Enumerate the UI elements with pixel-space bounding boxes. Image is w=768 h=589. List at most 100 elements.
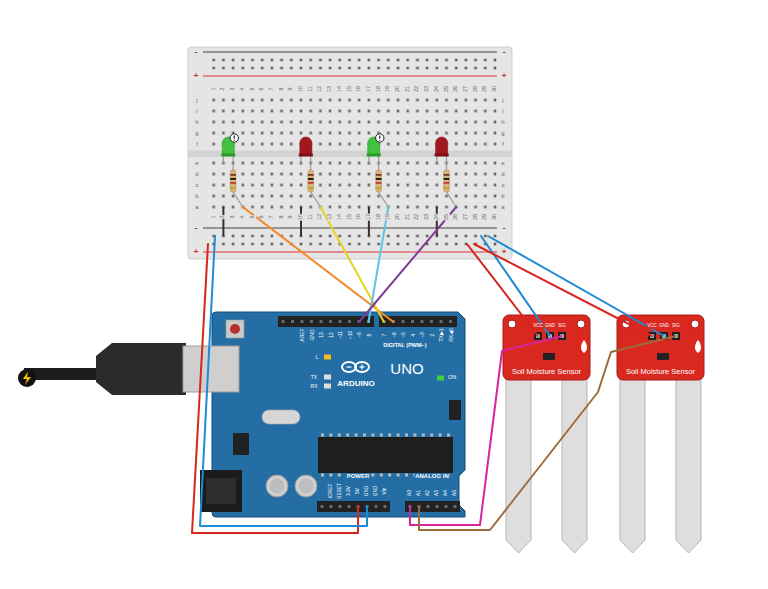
column-number: 6 — [259, 215, 265, 219]
usb-port — [183, 346, 239, 392]
led-rim — [367, 154, 381, 157]
flame-logo — [695, 340, 701, 353]
resistor-symbol — [308, 170, 314, 192]
resistor-symbol — [444, 170, 450, 192]
column-number: 4 — [240, 215, 246, 219]
led-label: TX — [310, 375, 318, 380]
resistor-band — [308, 182, 314, 184]
column-number: 14 — [337, 85, 343, 92]
column-number: 10 — [298, 85, 304, 92]
pin-label: RX◀0 — [448, 328, 453, 343]
pin-label: ~6 — [391, 332, 396, 339]
column-number: 6 — [259, 87, 265, 91]
resistor-band — [230, 174, 236, 176]
power-icon — [23, 372, 31, 386]
capacitor — [266, 475, 288, 497]
capacitor — [299, 479, 314, 494]
pin-label: 5V — [356, 487, 361, 494]
pin-label: GND — [374, 485, 379, 497]
led-label: ON — [447, 375, 456, 381]
resistor-band — [376, 174, 382, 176]
power-led — [437, 376, 444, 381]
board-brand: ARDUINO — [337, 380, 374, 388]
warning-icon — [379, 136, 380, 139]
row-letter: j — [502, 97, 505, 103]
pin-label: AREF — [300, 328, 305, 343]
warning-icon — [379, 140, 380, 141]
column-number: 13 — [327, 85, 333, 92]
sensor-chip — [657, 353, 669, 360]
row-letter: f — [196, 141, 199, 147]
pin-label: 4 — [410, 333, 415, 337]
row-letter: g — [195, 130, 200, 136]
arduino-logo — [355, 362, 369, 372]
column-number: 17 — [366, 85, 372, 92]
arduino-board-outline — [212, 312, 465, 517]
column-number: 13 — [327, 213, 333, 220]
pin-label: ~9 — [357, 332, 362, 339]
warning-icon — [234, 136, 235, 139]
microcontroller-chip — [318, 437, 453, 473]
rail-sign: + — [193, 72, 199, 80]
column-number: 24 — [434, 85, 440, 92]
column-number: 22 — [415, 213, 421, 220]
warning-icon — [376, 134, 384, 142]
rail-sign: - — [502, 48, 506, 56]
resistor-band — [444, 187, 450, 189]
resistor-lead — [311, 192, 321, 207]
column-number: 14 — [337, 213, 343, 220]
row-letter: j — [196, 97, 199, 103]
header-label: DIGITAL (PWM~) — [383, 343, 428, 349]
board-model: UNO — [390, 361, 423, 376]
pin-label: 7 — [382, 333, 387, 337]
column-number: 29 — [483, 213, 489, 220]
pin-label: GND — [365, 485, 370, 497]
usb-plug — [96, 343, 186, 395]
row-letter: d — [195, 171, 200, 177]
column-number: 18 — [376, 213, 382, 220]
resistor-band — [308, 187, 314, 189]
pin-label: RESET — [338, 482, 343, 499]
led-label: RX — [310, 384, 318, 389]
column-number: 3 — [230, 87, 236, 91]
column-number: 1 — [211, 215, 217, 219]
rail-holes — [209, 56, 500, 72]
row-letter: g — [501, 130, 506, 136]
column-number: 11 — [308, 86, 314, 93]
column-number: 5 — [250, 87, 256, 91]
column-number: 2 — [221, 87, 227, 91]
rail-line — [203, 228, 497, 229]
pin-label: A1 — [417, 489, 422, 496]
reset-button — [226, 320, 244, 338]
column-number: 11 — [308, 214, 314, 221]
column-number: 10 — [298, 213, 304, 220]
column-number: 30 — [492, 213, 498, 220]
reset-button — [230, 324, 240, 334]
row-letter: c — [501, 182, 505, 188]
rail-sign: + — [501, 72, 507, 80]
column-number: 15 — [347, 85, 353, 92]
sensor-probe — [676, 376, 701, 553]
column-number: 20 — [395, 213, 401, 220]
resistor-band — [230, 178, 236, 180]
led-rim — [435, 154, 449, 157]
resistor-band — [230, 187, 236, 189]
arduino-logo — [347, 366, 352, 367]
resistor-band — [444, 182, 450, 184]
column-number: 19 — [386, 85, 392, 92]
column-number: 23 — [424, 213, 430, 220]
row-letter: e — [195, 160, 200, 166]
pin-label: IOREF — [329, 483, 334, 499]
column-number: 17 — [366, 213, 372, 220]
column-number: 7 — [269, 215, 275, 219]
column-number: 1 — [211, 87, 217, 91]
signal-wire-stub — [418, 506, 420, 517]
column-number: 12 — [318, 85, 324, 92]
column-number: 4 — [240, 87, 246, 91]
column-number: 7 — [269, 87, 275, 91]
resistor-band — [230, 182, 236, 184]
column-number: 18 — [376, 85, 382, 92]
column-number: 9 — [289, 215, 295, 219]
resistor-band — [308, 174, 314, 176]
led-label: L — [315, 355, 319, 360]
